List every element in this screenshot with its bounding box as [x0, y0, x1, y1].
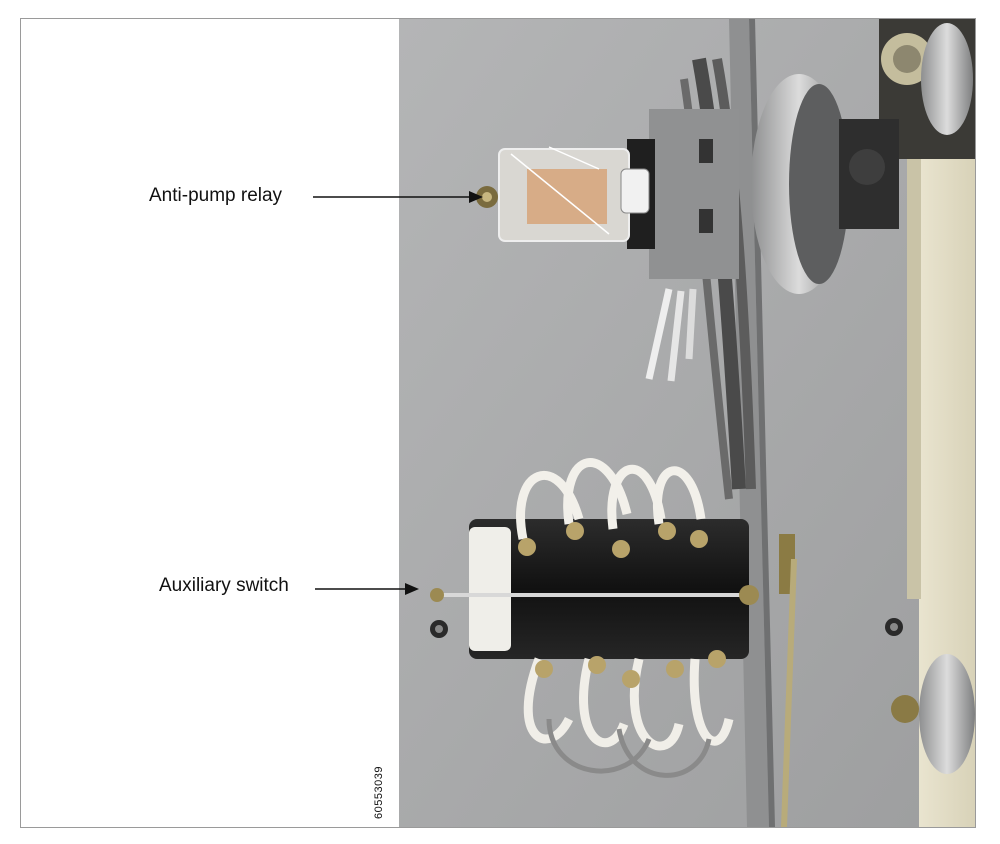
figure-number: 60553039	[373, 766, 385, 819]
figure-frame: Anti-pump relay Auxiliary switch 6055303…	[20, 18, 976, 828]
anti-pump-relay-label: Anti-pump relay	[149, 185, 283, 206]
equipment-photo	[399, 19, 975, 827]
auxiliary-switch-label: Auxiliary switch	[159, 575, 289, 596]
